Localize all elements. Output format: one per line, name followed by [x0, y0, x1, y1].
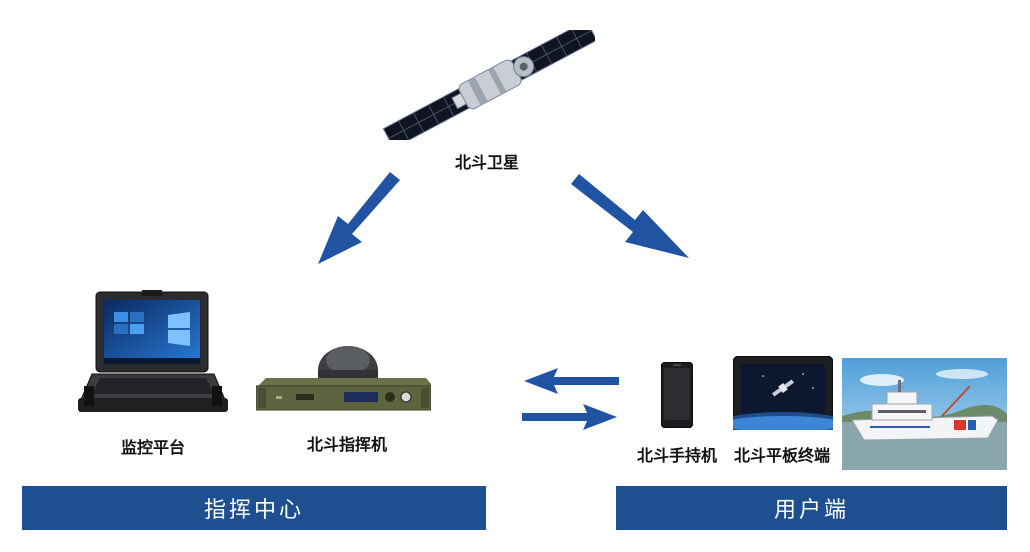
arrow-right-icon [522, 404, 617, 430]
monitor-platform-label: 监控平台 [120, 438, 185, 457]
satellite-image [380, 30, 595, 140]
tablet-label: 北斗平板终端 [733, 446, 830, 465]
user-side-band: 用户端 [616, 486, 1007, 530]
arrow-down-right-icon [565, 172, 695, 264]
user-side-title: 用户端 [773, 498, 849, 523]
ship-image [842, 358, 1007, 470]
handheld-device-image [661, 362, 693, 428]
command-center-band: 指挥中心 [22, 486, 486, 530]
arrow-left-icon [524, 368, 619, 394]
command-center-title: 指挥中心 [203, 498, 304, 523]
satellite-label: 北斗卫星 [454, 153, 519, 172]
tablet-device-image [733, 356, 833, 430]
laptop-image [78, 290, 228, 415]
arrow-down-left-icon [310, 172, 405, 272]
commander-device-label: 北斗指挥机 [306, 435, 387, 454]
commander-device-image [256, 340, 431, 415]
handheld-label: 北斗手持机 [636, 446, 717, 465]
